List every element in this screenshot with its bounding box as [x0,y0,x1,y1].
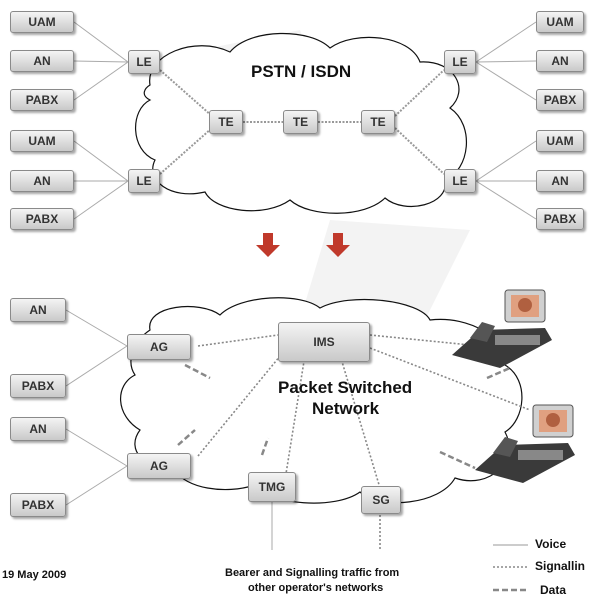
packet-cloud [120,297,523,504]
transit-exchange-node: TE [283,110,318,134]
an-node: AN [536,50,584,72]
uam-node: UAM [10,130,74,152]
local-exchange-node: LE [444,169,476,193]
transit-exchange-node: TE [361,110,395,134]
an-node: AN [10,50,74,72]
legend-signalling-label: Signallin [535,559,586,573]
local-exchange-node: LE [444,50,476,74]
tmg-node: TMG [248,472,296,502]
ims-node: IMS [278,322,370,362]
down-arrow-icon [326,233,350,257]
video-phone-icon [452,289,552,368]
legend-voice-label: Voice [535,537,567,551]
top-trunk-lines [159,69,445,175]
bottom-voice-lines [65,309,273,550]
an-node: AN [10,170,74,192]
pabx-node: PABX [10,374,66,398]
uam-node: UAM [10,11,74,33]
local-exchange-node: LE [128,50,160,74]
an-node: AN [10,298,66,322]
bottom-data-lines [177,363,511,470]
uam-node: UAM [536,11,584,33]
packet-network-title-line1: Packet Switched [278,378,413,397]
pabx-node: PABX [536,89,584,111]
date-label: 19 May 2009 [2,569,67,581]
access-gateway-node: AG [127,453,191,479]
an-node: AN [536,170,584,192]
sg-node: SG [361,486,401,514]
pstn-title: PSTN / ISDN [251,62,352,81]
bottom-signalling-lines [197,334,531,550]
video-phone-icon [475,404,575,483]
an-node: AN [10,417,66,441]
legend-symbols [493,544,528,592]
caption-line2: other operator's networks [248,582,384,594]
pabx-node: PABX [10,493,66,517]
down-arrow-icon [256,233,280,257]
packet-network-title-line2: Network [312,399,380,418]
transit-exchange-node: TE [209,110,243,134]
legend-data-label: Data [540,583,567,597]
transition-arrows [256,233,350,257]
access-gateway-node: AG [127,334,191,360]
caption-line1: Bearer and Signalling traffic from [225,567,400,579]
local-exchange-node: LE [128,169,160,193]
pabx-node: PABX [10,208,74,230]
uam-node: UAM [536,130,584,152]
pabx-node: PABX [10,89,74,111]
top-connections [73,21,537,220]
pabx-node: PABX [536,208,584,230]
